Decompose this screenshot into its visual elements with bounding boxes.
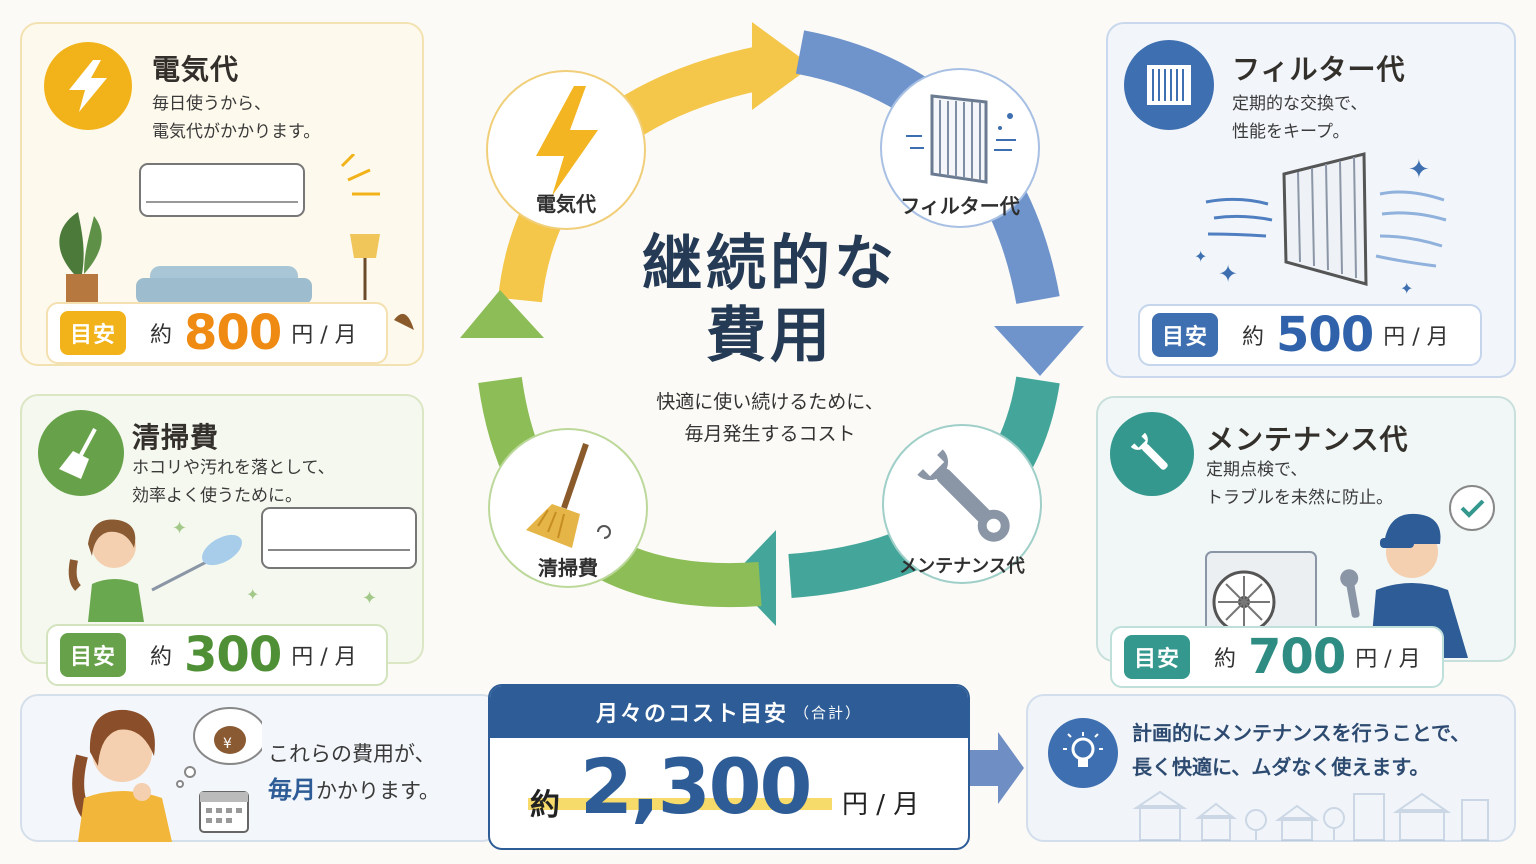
town-illustration <box>1132 790 1489 841</box>
card-filter: フィルター代 定期的な交換で、 性能をキープ。 ✦ ✦ ✦ ✦ 目安 約 500… <box>1106 22 1516 378</box>
tip-line-1: 計画的にメンテナンスを行うことで、 <box>1132 721 1471 745</box>
price-amount: 500 <box>1276 307 1374 363</box>
price-filter: 目安 約 500 円 / 月 <box>1138 304 1482 366</box>
desc-line: ホコリや汚れを落として、 <box>132 458 335 478</box>
tip-line-2: 長く快適に、ムダなく使えます。 <box>1132 755 1430 779</box>
reminder-emphasis: 毎月 <box>268 776 316 804</box>
broom-icon <box>526 443 611 548</box>
price-tag: 目安 <box>60 311 127 355</box>
card-desc: 定期的な交換で、 性能をキープ。 <box>1232 90 1367 146</box>
price-maintenance: 目安 約 700 円 / 月 <box>1110 626 1444 688</box>
svg-text:✦: ✦ <box>1408 155 1430 185</box>
cycle-node-electricity: 電気代 <box>486 70 646 230</box>
price-unit: 円 / 月 <box>291 645 357 670</box>
filter-icon <box>1124 40 1214 130</box>
reminder-line-1: これらの費用が、 <box>268 742 436 766</box>
card-maintenance: メンテナンス代 定期点検で、 トラブルを未然に防止。 目安 約 700 円 / … <box>1096 396 1516 688</box>
subtitle-line-1: 快適に使い続けるために、 <box>656 391 884 413</box>
title-line-2: 費用 <box>706 301 834 371</box>
total-header-note: （合計） <box>794 703 863 722</box>
cycle-node-maintenance: メンテナンス代 <box>882 424 1042 584</box>
price-unit: 円 / 月 <box>1383 325 1449 350</box>
card-title: メンテナンス代 <box>1206 423 1409 456</box>
svg-text:✦: ✦ <box>362 588 377 609</box>
desc-line: 性能をキープ。 <box>1232 122 1350 142</box>
card-desc: ホコリや汚れを落として、 効率よく使うために。 <box>132 454 335 510</box>
wrench-icon <box>917 449 1010 542</box>
total-amount: 2,300 <box>580 742 812 831</box>
title-line-1: 継続的な <box>642 229 898 299</box>
filter-illustration: ✦ ✦ ✦ ✦ <box>1194 152 1447 298</box>
total-cost-box: 月々のコスト目安 （合計） 約 2,300 円 / 月 <box>488 684 970 850</box>
cycle-label-electricity: 電気代 <box>536 192 596 216</box>
desc-line: トラブルを未然に防止。 <box>1206 488 1393 508</box>
price-amount: 800 <box>184 305 282 361</box>
price-prefix: 約 <box>1214 647 1237 672</box>
svg-text:✦: ✦ <box>1194 247 1207 266</box>
svg-text:✦: ✦ <box>1218 260 1238 288</box>
broom-icon <box>38 410 124 496</box>
svg-text:✦: ✦ <box>246 585 259 604</box>
card-title: 電気代 <box>152 53 240 86</box>
cycle-node-filter: フィルター代 <box>880 68 1040 228</box>
tip-box: 計画的にメンテナンスを行うことで、 長く快適に、ムダなく使えます。 <box>1026 694 1516 842</box>
page-title: 継続的な 費用 <box>620 228 920 372</box>
price-tag: 目安 <box>1152 313 1219 357</box>
price-amount: 700 <box>1248 629 1346 685</box>
tip-text: 計画的にメンテナンスを行うことで、 長く快適に、ムダなく使えます。 <box>1132 716 1470 784</box>
page-subtitle: 快適に使い続けるために、 毎月発生するコスト <box>620 386 920 450</box>
monthly-reminder: ¥ これらの費用が、 毎月かかります。 <box>20 694 500 842</box>
price-cleaning: 目安 約 300 円 / 月 <box>46 624 388 686</box>
total-unit: 円 / 月 <box>842 790 920 820</box>
lightbulb-icon <box>1048 718 1118 788</box>
subtitle-line-2: 毎月発生するコスト <box>684 423 856 445</box>
total-header-label: 月々のコスト目安 <box>595 702 788 727</box>
total-body: 約 2,300 円 / 月 <box>490 738 968 848</box>
arrow-right-icon <box>970 732 1024 804</box>
card-title: 清掃費 <box>132 421 220 454</box>
lightning-icon <box>44 42 132 130</box>
highlight-bar <box>528 798 832 810</box>
wrench-icon <box>1110 412 1194 496</box>
card-cleaning: 清掃費 ホコリや汚れを落として、 効率よく使うために。 ✦ ✦ ✦ 目安 約 3… <box>20 394 424 686</box>
price-unit: 円 / 月 <box>1355 647 1421 672</box>
desc-line: 毎日使うから、 <box>152 94 271 114</box>
desc-line: 電気代がかかります。 <box>152 122 321 142</box>
reminder-line-2: 毎月かかります。 <box>268 772 440 809</box>
card-electricity: 電気代 毎日使うから、 電気代がかかります。 目安 約 800 円 / 月 <box>20 22 424 366</box>
price-prefix: 約 <box>1242 325 1265 350</box>
price-tag: 目安 <box>60 633 127 677</box>
cycle-node-cleaning: 清掃費 <box>488 428 648 588</box>
reminder-rest: かかります。 <box>316 779 440 803</box>
cycle-label-cleaning: 清掃費 <box>538 556 598 580</box>
filter-icon <box>906 94 1016 184</box>
card-desc: 毎日使うから、 電気代がかかります。 <box>152 90 320 146</box>
cleaning-illustration: ✦ ✦ ✦ <box>68 507 417 622</box>
desc-line: 定期点検で、 <box>1206 460 1308 480</box>
living-room-illustration <box>59 154 414 330</box>
price-tag: 目安 <box>1124 635 1191 679</box>
yen-symbol: ¥ <box>223 736 232 752</box>
price-electricity: 目安 約 800 円 / 月 <box>46 302 388 364</box>
desc-line: 定期的な交換で、 <box>1232 94 1368 114</box>
cycle-label-maintenance: メンテナンス代 <box>899 556 1025 577</box>
svg-text:✦: ✦ <box>1400 279 1413 298</box>
total-prefix: 約 <box>530 788 560 823</box>
desc-line: 効率よく使うために。 <box>132 486 302 506</box>
cycle-label-filter: フィルター代 <box>900 194 1020 218</box>
svg-text:✦: ✦ <box>172 518 187 539</box>
price-prefix: 約 <box>150 645 173 670</box>
card-title: フィルター代 <box>1232 53 1406 86</box>
worried-person-illustration: ¥ <box>72 707 262 842</box>
card-desc: 定期点検で、 トラブルを未然に防止。 <box>1206 456 1393 512</box>
price-unit: 円 / 月 <box>291 323 357 348</box>
lightning-icon <box>536 86 598 196</box>
price-amount: 300 <box>184 627 282 683</box>
price-prefix: 約 <box>150 323 173 348</box>
total-header: 月々のコスト目安 （合計） <box>490 686 968 738</box>
reminder-text: これらの費用が、 毎月かかります。 <box>268 736 440 809</box>
